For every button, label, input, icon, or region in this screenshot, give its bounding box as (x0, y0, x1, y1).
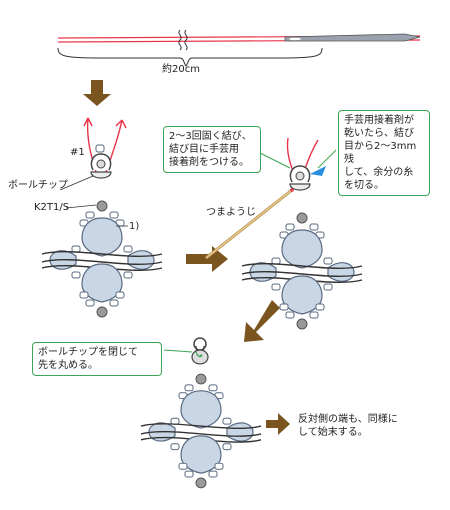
final-note: 反対側の端も、同様に して始末する。 (298, 414, 398, 438)
ball-chip-open (90, 153, 112, 179)
cut-marker (310, 166, 326, 176)
needle-thread (57, 29, 421, 51)
leader-trim-callout (317, 149, 337, 169)
close-callout: ボールチップを閉じて 先を丸める。 (32, 342, 162, 376)
jump-ring (95, 144, 105, 153)
ball-chip-closed (191, 337, 209, 365)
leader-close-callout (163, 349, 193, 353)
bead-motif-2 (241, 212, 363, 330)
step-arrow-4 (266, 413, 290, 435)
bead-motif-3 (140, 373, 262, 489)
part-ref-label: 1) (129, 221, 140, 232)
length-label: 約20cm (162, 64, 200, 75)
ring-number-label: #1 (70, 147, 85, 158)
bead-code-label: K2T1/S (34, 202, 70, 213)
bead-motif-1 (41, 200, 163, 318)
ball-chip-label: ボールチップ (8, 180, 68, 191)
leader-knot-callout (257, 151, 291, 169)
ball-chip-knotted (289, 165, 311, 191)
toothpick (205, 188, 294, 260)
trim-callout: 手芸用接着剤が 乾いたら、結び 目から2〜3mm残 して、余分の糸 を切る。 (338, 110, 430, 196)
step-arrow-1 (83, 80, 111, 106)
leader-ball-chip (59, 175, 94, 191)
length-bracket (57, 47, 323, 67)
knot-callout: 2〜3回固く結び、 結び目に手芸用 接着剤をつける。 (163, 126, 261, 173)
step-arrow-3 (244, 300, 280, 342)
toothpick-label: つまようじ (206, 207, 256, 218)
leader-bead-code (65, 204, 97, 209)
